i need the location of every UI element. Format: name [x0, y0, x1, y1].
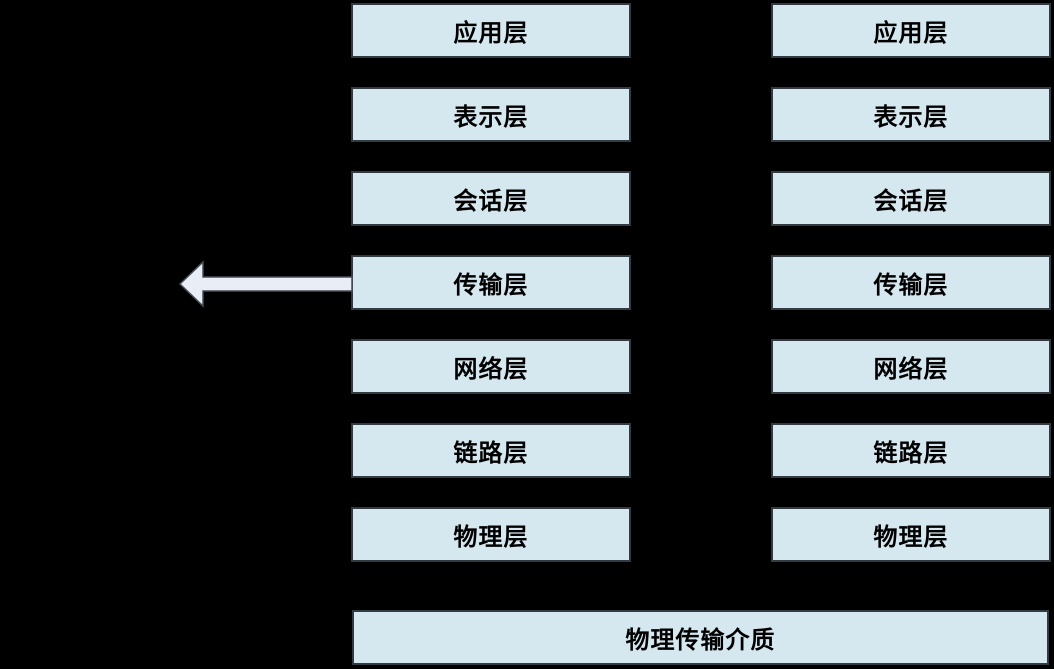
- right-presentation-layer-box: 表示层: [771, 87, 1051, 142]
- left-link-layer-box: 链路层: [351, 423, 631, 478]
- right-protocol-stack: 应用层 表示层 会话层 传输层 网络层 链路层 物理层: [771, 3, 1051, 562]
- right-network-layer-box: 网络层: [771, 339, 1051, 394]
- right-link-layer-box: 链路层: [771, 423, 1051, 478]
- left-application-layer-box: 应用层: [351, 3, 631, 58]
- physical-transmission-medium-box: 物理传输介质: [352, 610, 1049, 665]
- left-protocol-stack: 应用层 表示层 会话层 传输层 网络层 链路层 物理层: [351, 3, 631, 562]
- left-session-layer-box: 会话层: [351, 171, 631, 226]
- left-network-layer-box: 网络层: [351, 339, 631, 394]
- left-presentation-layer-box: 表示层: [351, 87, 631, 142]
- right-physical-layer-box: 物理层: [771, 507, 1051, 562]
- right-transport-layer-box: 传输层: [771, 255, 1051, 310]
- left-physical-layer-box: 物理层: [351, 507, 631, 562]
- left-arrow-icon: [178, 260, 353, 308]
- left-transport-layer-box: 传输层: [351, 255, 631, 310]
- right-session-layer-box: 会话层: [771, 171, 1051, 226]
- right-application-layer-box: 应用层: [771, 3, 1051, 58]
